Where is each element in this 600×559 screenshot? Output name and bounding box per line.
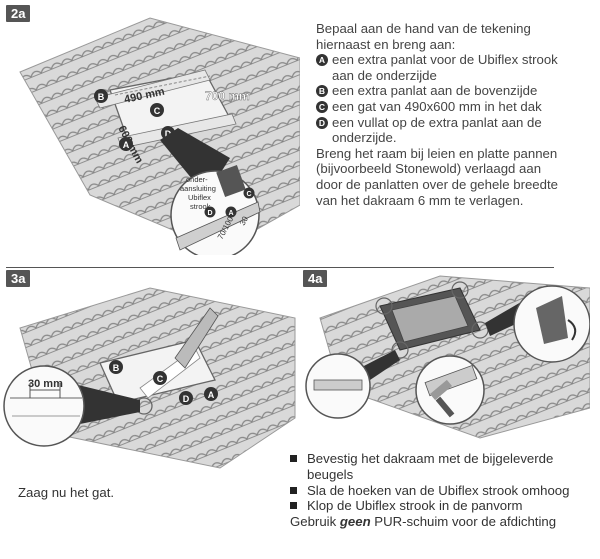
badge-b: B bbox=[316, 85, 328, 98]
inset-label-2: aansluiting bbox=[180, 184, 216, 193]
bullet-2: Sla de hoeken van de Ubiflex strook omho… bbox=[290, 483, 595, 499]
marker-b-3a: B bbox=[109, 360, 123, 374]
svg-text:A: A bbox=[228, 210, 233, 217]
bullet-1-cont: beugels bbox=[307, 466, 354, 482]
svg-text:B: B bbox=[113, 363, 120, 373]
pur-note: Gebruik geen PUR-schuim voor de afdichti… bbox=[290, 514, 557, 530]
figure-2a-roof-diagram: 490 mm 600 mm 700 mm B C D A onder- aans… bbox=[19, 17, 300, 255]
svg-text:D: D bbox=[165, 129, 172, 139]
dim-30mm: 30 mm bbox=[28, 378, 63, 390]
bullet-1: Bevestig het dakraam met de bijgeleverde bbox=[290, 451, 595, 467]
inset-label-4: strook bbox=[190, 202, 211, 211]
figure-4a-roof-diagram bbox=[305, 275, 590, 439]
outro-line-4: van het dakraam 6 mm te verlagen. bbox=[316, 192, 524, 208]
step-3a-caption: Zaag nu het gat. bbox=[18, 485, 115, 500]
svg-text:C: C bbox=[157, 374, 164, 384]
svg-text:A: A bbox=[208, 390, 215, 400]
step-4a-instructions: Bevestig het dakraam met de bijgeleverde… bbox=[290, 451, 595, 530]
badge-d: D bbox=[316, 116, 328, 129]
intro-line-2: hiernaast en breng aan: bbox=[316, 36, 456, 52]
step-label-4a: 4a bbox=[303, 270, 328, 287]
divider-top bbox=[6, 267, 554, 268]
svg-text:A: A bbox=[123, 140, 130, 150]
step-2a-instructions: Bepaal aan de hand van de tekening hiern… bbox=[316, 21, 596, 208]
marker-c-2a: C bbox=[150, 103, 164, 117]
bullet-square-icon bbox=[290, 486, 297, 494]
inset-label-3: Ubiflex bbox=[188, 193, 211, 202]
marker-d-3a: D bbox=[179, 391, 193, 405]
item-d-cont: onderzijde. bbox=[332, 130, 397, 146]
bullet-3: Klop de Ubiflex strook in de panvorm bbox=[290, 498, 595, 514]
inset-marker-a: A bbox=[225, 206, 237, 218]
badge-c: C bbox=[316, 100, 328, 113]
badge-a: A bbox=[316, 54, 328, 67]
inset-label-1: onder- bbox=[186, 175, 208, 184]
marker-a-3a: A bbox=[204, 387, 218, 401]
inset-marker-d: D bbox=[204, 206, 216, 218]
dim-700: 700 mm bbox=[205, 89, 250, 103]
figure-3a-roof-diagram: B C D A 30 mm bbox=[3, 287, 296, 469]
marker-b-2a: B bbox=[94, 89, 108, 103]
item-a-cont: aan de onderzijde bbox=[332, 67, 437, 83]
inset-marker-c: C bbox=[243, 187, 255, 199]
svg-text:D: D bbox=[207, 210, 212, 217]
outro-line-1: Breng het raam bij leien en platte panne… bbox=[316, 145, 558, 161]
svg-text:C: C bbox=[154, 106, 161, 116]
bullet-square-icon bbox=[290, 502, 297, 510]
marker-a-2a: A bbox=[119, 137, 133, 151]
outro-line-3: door de panlatten over de gehele breedte bbox=[316, 176, 558, 192]
svg-text:C: C bbox=[246, 191, 251, 198]
svg-text:B: B bbox=[98, 92, 105, 102]
bullet-square-icon bbox=[290, 455, 297, 462]
outro-line-2: (bijvoorbeeld Stonewold) verlaagd aan bbox=[316, 161, 542, 177]
step-label-3a: 3a bbox=[6, 270, 31, 287]
marker-c-3a: C bbox=[153, 371, 167, 385]
intro-line-1: Bepaal aan de hand van de tekening bbox=[316, 21, 531, 36]
step-label-2a: 2a bbox=[6, 5, 31, 22]
svg-text:D: D bbox=[183, 394, 190, 404]
